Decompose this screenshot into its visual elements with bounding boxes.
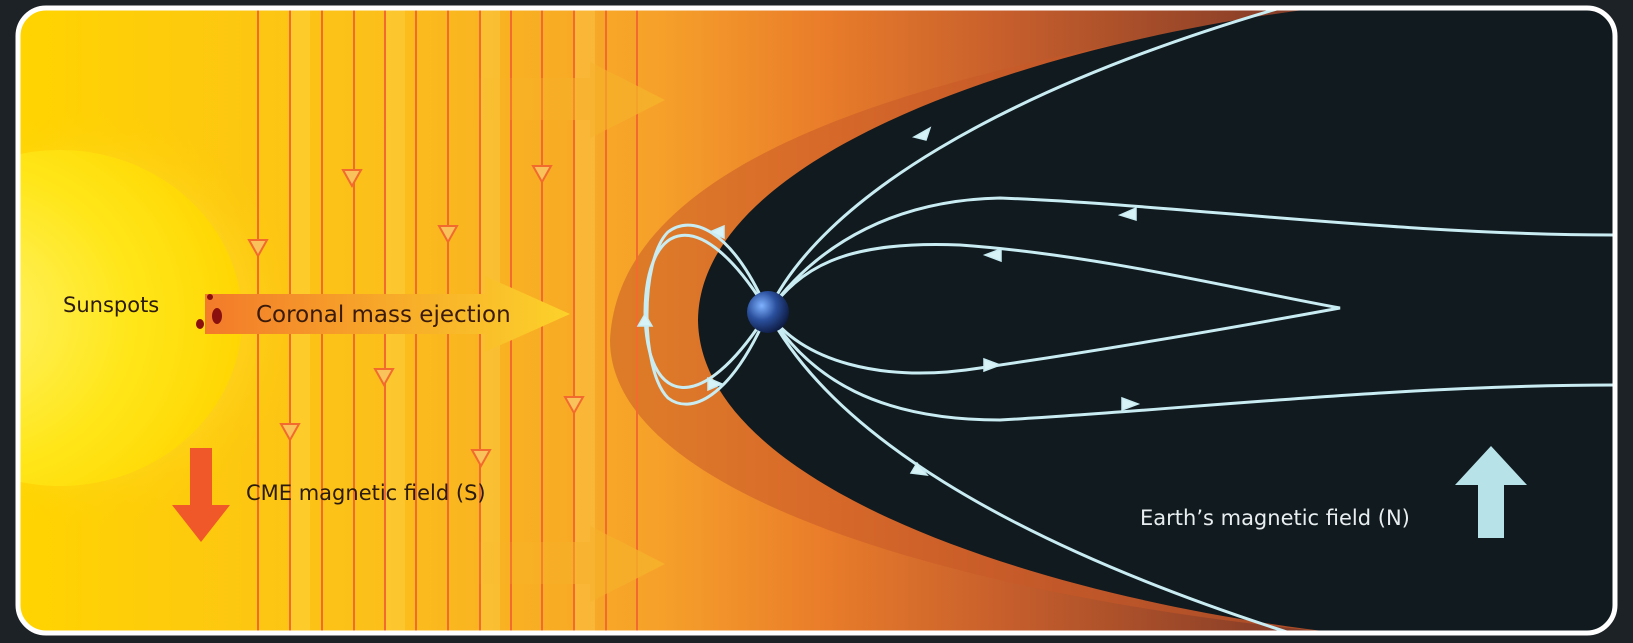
cme-field-label: CME magnetic field (S) xyxy=(246,481,486,505)
cme-field-arrowhead xyxy=(437,225,459,245)
cme-field-arrowhead xyxy=(341,169,363,189)
solar-wind-arrow-top xyxy=(470,62,665,138)
cme-field-arrowhead xyxy=(247,239,269,259)
cme-label: Coronal mass ejection xyxy=(256,302,511,328)
cme-field-arrowheads xyxy=(247,165,585,469)
sun xyxy=(18,150,242,486)
cme-field-arrowhead xyxy=(373,368,395,388)
cme-arrow xyxy=(205,276,570,352)
cme-field-direction-arrow xyxy=(172,448,230,542)
earth xyxy=(747,291,789,333)
cme-field-arrowhead xyxy=(470,449,492,469)
magnetosphere xyxy=(698,8,1615,633)
earth-field-lines xyxy=(643,8,1615,633)
earth-field-arrowheads xyxy=(636,126,1141,476)
sunspots-label: Sunspots xyxy=(63,293,159,317)
sunspots-marks xyxy=(196,294,222,329)
solar-wind-arrow-bottom xyxy=(470,526,665,602)
cme-field-arrowhead xyxy=(279,423,301,443)
earth-field-label: Earth’s magnetic field (N) xyxy=(1140,506,1410,530)
panel-border xyxy=(15,5,1618,636)
cme-field-arrowhead xyxy=(531,165,553,185)
cme-field-arrowhead xyxy=(563,396,585,416)
earth-field-direction-arrow xyxy=(1455,446,1527,538)
